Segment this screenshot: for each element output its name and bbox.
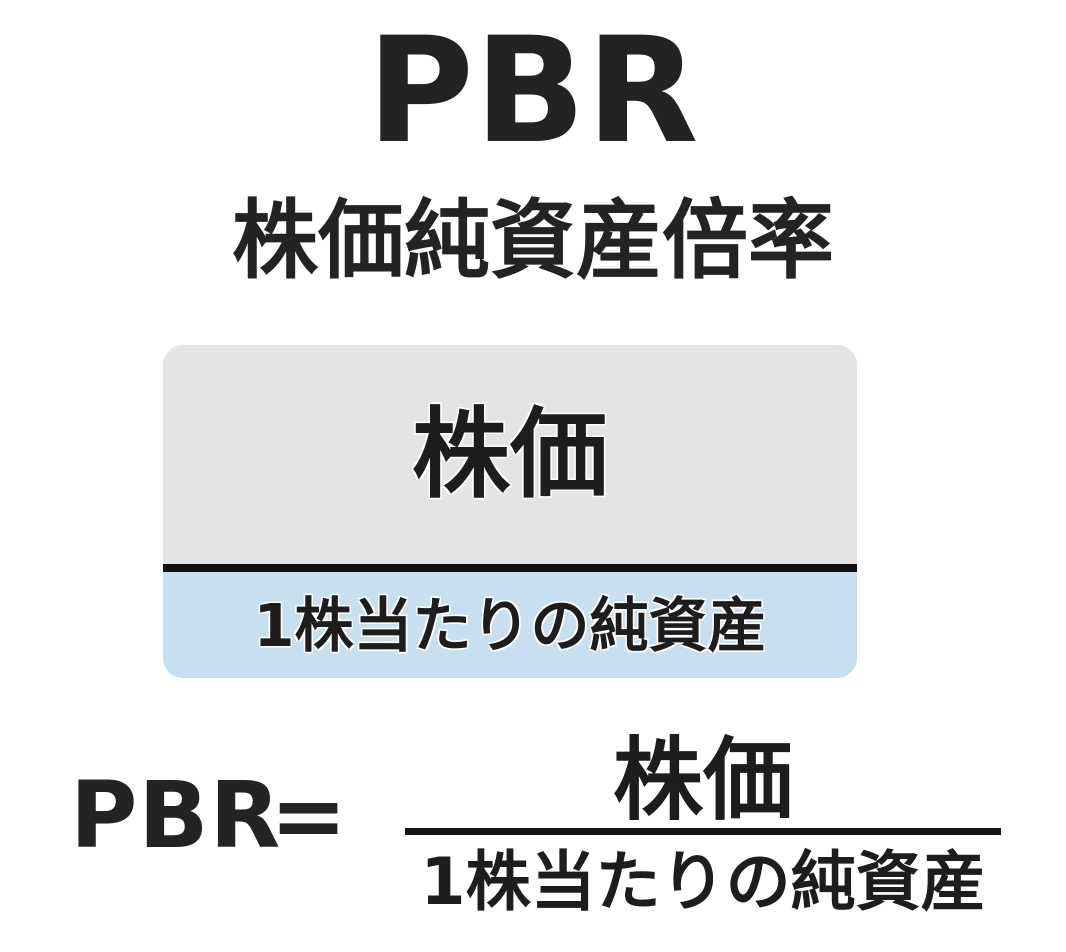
- equation-fraction: 株価 1株当たりの純資産: [405, 735, 1001, 925]
- page-title: PBR: [366, 6, 700, 176]
- title-block: PBR 株価純資産倍率: [0, 18, 1066, 284]
- fraction-card: 株価 1株当たりの純資産: [163, 345, 857, 678]
- equation-fraction-bar: [405, 828, 1001, 835]
- equation-numerator: 株価: [613, 728, 793, 833]
- card-numerator-region: 株価: [163, 345, 857, 564]
- card-denominator-region: 1株当たりの純資産: [163, 572, 857, 678]
- card-fraction-divider: [163, 564, 857, 572]
- equation-denominator: 1株当たりの純資産: [420, 844, 986, 920]
- equation-left-term: PBR: [70, 762, 282, 869]
- equals-sign: =: [270, 762, 348, 869]
- equation-block: PBR = 株価 1株当たりの純資産: [0, 735, 1066, 925]
- card-denominator-label: 1株当たりの純資産: [253, 590, 767, 660]
- page-subtitle: 株価純資産倍率: [232, 191, 834, 291]
- card-numerator-label: 株価: [411, 397, 608, 512]
